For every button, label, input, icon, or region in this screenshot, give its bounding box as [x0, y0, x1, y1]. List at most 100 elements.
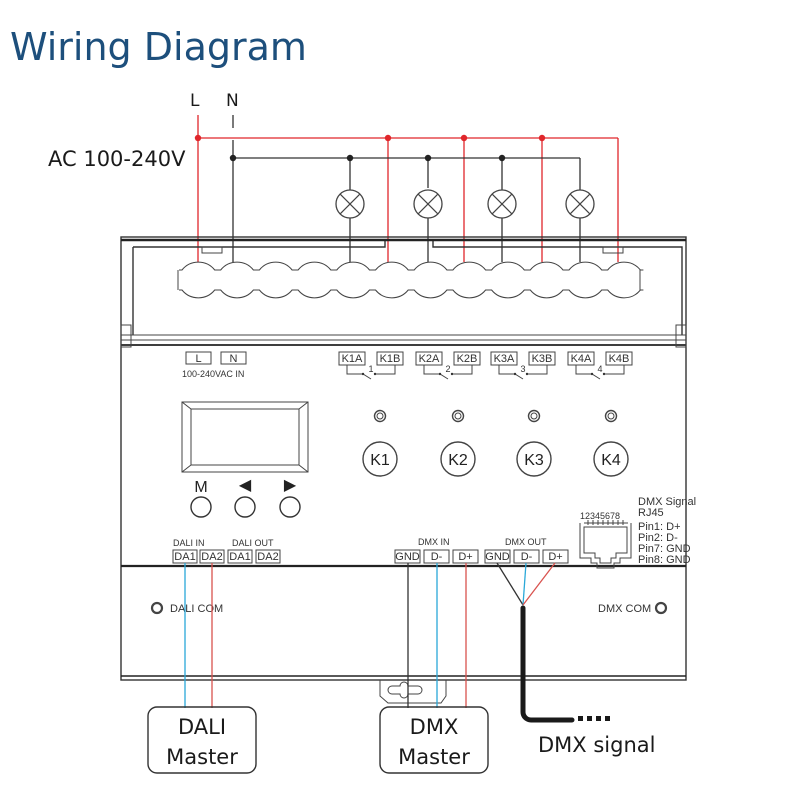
- lamp-icon: [413, 189, 443, 219]
- relay-4-terminals: K4A K4B 4: [567, 351, 633, 380]
- relay-4-led: [604, 409, 618, 423]
- relay-terminal-a: K3A: [494, 353, 515, 365]
- relay-terminal-a: K4A: [571, 353, 592, 365]
- dali-com-led: [150, 601, 164, 615]
- dmx-com-led: [654, 601, 668, 615]
- relay-terminal-a: K1A: [342, 353, 363, 365]
- right-button-label: ▶: [284, 477, 297, 494]
- rj45-pin2: Pin2: D-: [638, 532, 678, 544]
- rj45-subtitle: RJ45: [638, 507, 664, 519]
- junction-dot: [194, 134, 202, 142]
- relay-switch-icon: [498, 365, 548, 380]
- relay-button-label: K4: [601, 452, 621, 469]
- lamp-icon: [487, 189, 517, 219]
- relay-4-button[interactable]: K4: [593, 441, 629, 477]
- dmx-master-line2: Master: [398, 745, 470, 769]
- voltage-label: AC 100-240V: [48, 147, 186, 171]
- dmx-signal-label: DMX signal: [538, 733, 655, 757]
- lamp-icon: [335, 189, 365, 219]
- left-button[interactable]: [234, 496, 256, 518]
- junction-dot: [498, 154, 506, 162]
- dmx-in-dplus: D+: [458, 551, 472, 563]
- device-housing: [120, 236, 687, 704]
- power-terminal-labels: L N 100-240VAC IN: [182, 351, 247, 379]
- dmx-com-label: DMX COM: [598, 603, 651, 615]
- neutral-label: N: [226, 91, 239, 111]
- relay-button-label: K1: [370, 452, 390, 469]
- terminal-n: N: [230, 353, 238, 365]
- rj45-title: DMX Signal: [638, 496, 696, 508]
- power-terminal-caption: 100-240VAC IN: [182, 369, 244, 379]
- relay-button-label: K3: [524, 452, 544, 469]
- junction-dot: [538, 134, 546, 142]
- relay-number: 2: [445, 364, 450, 374]
- menu-button-label: M: [194, 479, 207, 496]
- lcd-display: [181, 401, 309, 473]
- dali-in-da2: DA2: [201, 551, 222, 563]
- junction-dot: [384, 134, 392, 142]
- dmx-terminals: DMX IN DMX OUT GND D- D+ GND D- D+: [394, 537, 569, 564]
- dmx-master-line1: DMX: [410, 715, 459, 739]
- rj45-pin1: Pin1: D+: [638, 521, 681, 533]
- com-indicators: DALI COM DMX COM: [150, 601, 668, 615]
- relay-switch-icon: [346, 365, 396, 380]
- line-label: L: [190, 91, 200, 111]
- relay-terminal-b: K2B: [457, 353, 478, 365]
- dmx-signal-cable: [520, 605, 575, 723]
- relay-terminal-a: K2A: [419, 353, 440, 365]
- rj45-pin7: Pin7: GND: [638, 543, 691, 555]
- dali-master-line2: Master: [166, 745, 238, 769]
- relay-3-led: [527, 409, 541, 423]
- nav-buttons: M ◀ ▶: [190, 477, 301, 518]
- rj45-pin8: Pin8: GND: [638, 554, 691, 566]
- menu-button[interactable]: [190, 496, 212, 518]
- live-wiring: [194, 115, 619, 262]
- junction-dot: [460, 134, 468, 142]
- dali-out-da1: DA1: [229, 551, 250, 563]
- relay-2-led: [451, 409, 465, 423]
- relay-1-button[interactable]: K1: [362, 441, 398, 477]
- relay-switch-icon: [575, 365, 625, 380]
- diagram-title: Wiring Diagram: [10, 25, 307, 69]
- dmx-in-label: DMX IN: [418, 537, 450, 547]
- dali-master-box: DALI Master: [147, 706, 257, 774]
- relay-2-terminals: K2A K2B 2: [415, 351, 481, 380]
- dmx-out-label: DMX OUT: [505, 537, 547, 547]
- lamp-icon: [565, 189, 595, 219]
- junction-dot: [229, 154, 237, 162]
- dali-terminals: DALI IN DALI OUT DA1 DA2 DA1 DA2: [172, 538, 281, 564]
- relay-3-terminals: K3A K3B 3: [490, 351, 556, 380]
- dali-out-da2: DA2: [257, 551, 278, 563]
- right-button[interactable]: [279, 496, 301, 518]
- relay-1-led: [373, 409, 387, 423]
- dali-in-da1: DA1: [174, 551, 195, 563]
- relay-2-button[interactable]: K2: [440, 441, 476, 477]
- left-button-label: ◀: [239, 477, 252, 494]
- rj45-pin-numbers: 12345678: [580, 511, 620, 521]
- rj45-port: 12345678 DMX Signal RJ45 Pin1: D+ Pin2: …: [579, 496, 696, 569]
- data-wiring: [184, 562, 610, 723]
- relay-1-terminals: K1A K1B 1: [338, 351, 404, 380]
- relay-number: 3: [520, 364, 525, 374]
- dmx-master-box: DMX Master: [379, 706, 489, 774]
- relay-number: 1: [368, 364, 373, 374]
- dali-master-line1: DALI: [178, 715, 226, 739]
- relay-switch-icon: [423, 365, 473, 380]
- junction-dot: [346, 154, 354, 162]
- relay-terminal-b: K1B: [380, 353, 401, 365]
- relay-3-button[interactable]: K3: [516, 441, 552, 477]
- dmx-out-dminus: D-: [521, 551, 533, 563]
- dali-com-label: DALI COM: [170, 603, 223, 615]
- dmx-out-dplus: D+: [548, 551, 562, 563]
- relay-number: 4: [597, 364, 602, 374]
- junction-dot: [424, 154, 432, 162]
- dmx-in-gnd: GND: [395, 551, 420, 563]
- dmx-out-gnd: GND: [485, 551, 510, 563]
- dali-out-label: DALI OUT: [232, 538, 274, 548]
- dali-in-label: DALI IN: [173, 538, 205, 548]
- relay-terminal-b: K3B: [532, 353, 553, 365]
- dmx-in-dminus: D-: [431, 551, 443, 563]
- relay-terminal-b: K4B: [609, 353, 630, 365]
- terminal-l: L: [195, 353, 201, 365]
